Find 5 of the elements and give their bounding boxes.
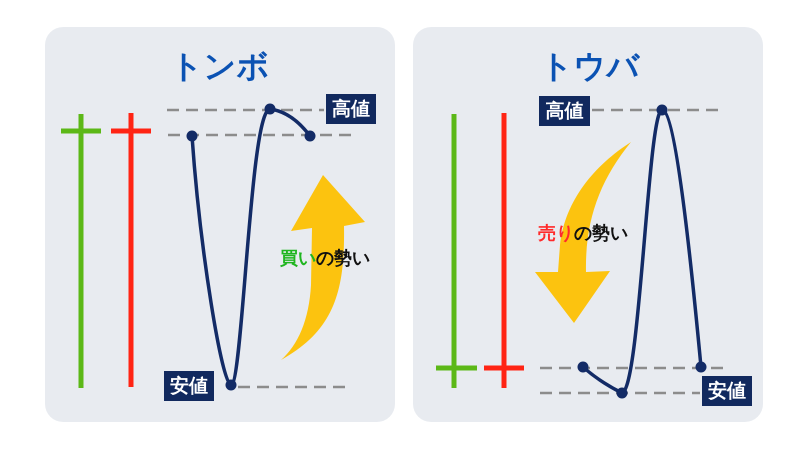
panel-title: トウバ — [540, 47, 640, 85]
label-box: 高値 — [326, 94, 376, 124]
label-box: 安値 — [702, 376, 752, 406]
label-box: 高値 — [539, 96, 590, 126]
panel-title: トンボ — [170, 47, 270, 85]
